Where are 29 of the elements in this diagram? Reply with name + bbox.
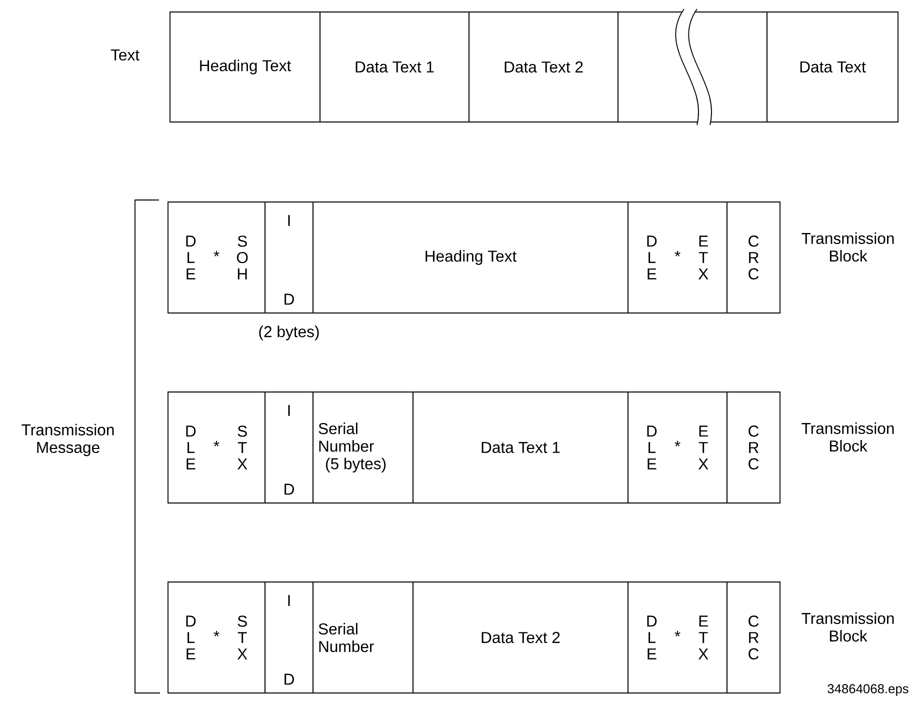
control-character-cell: D L E * E T X: [628, 392, 728, 504]
control-character-cell: D L E * E T X: [628, 202, 728, 314]
id-cell: I D: [264, 392, 314, 504]
block-label: Transmission Block: [802, 422, 894, 452]
control-character-cell: D L E * S T X: [168, 392, 266, 504]
block-label: Transmission Block: [802, 232, 894, 262]
field-cell: Data Text: [766, 12, 898, 122]
message-label: Transmission Message: [22, 424, 114, 456]
control-character-cell: D L E * S T X: [168, 582, 266, 694]
id-cell: I D: [264, 582, 314, 694]
crc-cell: C R C: [726, 392, 780, 504]
empty-cell: [618, 12, 768, 122]
size-note: (2 bytes): [259, 326, 319, 340]
field-cell: Heading Text: [170, 12, 320, 122]
id-cell: I D: [264, 202, 314, 314]
serial-number-cell: Serial Number (5 bytes): [312, 392, 414, 504]
crc-cell: C R C: [726, 202, 780, 314]
file-name: 34864068.eps: [828, 684, 908, 696]
block-label: Transmission Block: [802, 612, 894, 642]
serial-number-cell: Serial Number: [312, 582, 414, 694]
field-cell: Data Text 2: [468, 12, 618, 122]
row-label: Text: [110, 50, 140, 61]
field-cell: Data Text 2: [412, 582, 628, 694]
field-cell: Data Text 1: [412, 392, 628, 504]
control-character-cell: D L E * S O H: [168, 202, 266, 314]
crc-cell: C R C: [726, 582, 780, 694]
field-cell: Data Text 1: [320, 12, 470, 122]
control-character-cell: D L E * E T X: [628, 582, 728, 694]
field-cell: Heading Text: [312, 202, 628, 314]
